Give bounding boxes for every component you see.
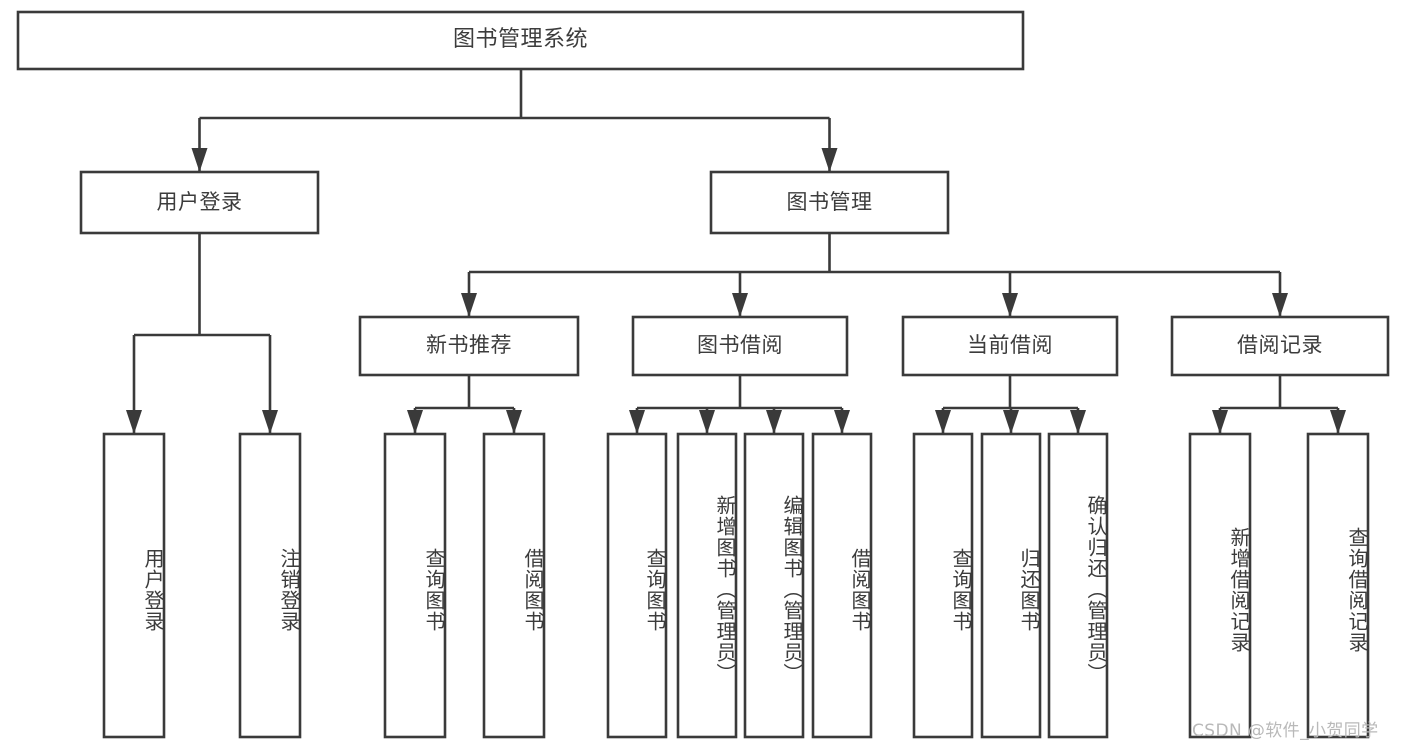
arrow-head-leaf-query-book-current (935, 410, 951, 434)
node-box-leaf-user-login[interactable] (102, 432, 166, 739)
arrow-head-user-login (191, 148, 208, 172)
node-box-book-borrow[interactable] (631, 315, 849, 377)
node-box-leaf-borrow-book-recommend[interactable] (482, 432, 546, 739)
arrow-head-leaf-borrow-book-recommend (506, 410, 522, 434)
node-box-leaf-query-book-borrow[interactable] (606, 432, 668, 739)
node-box-leaf-confirm-return-admin[interactable] (1047, 432, 1109, 739)
node-box-new-book-recommend[interactable] (358, 315, 580, 377)
arrow-head-leaf-confirm-return-admin (1070, 410, 1086, 434)
arrow-head-leaf-add-borrow-record (1212, 410, 1228, 434)
arrow-head-book-management (821, 148, 838, 172)
arrow-head-current-borrow (1002, 293, 1018, 317)
node-box-leaf-logout[interactable] (238, 432, 302, 739)
connectors-layer (126, 69, 1346, 434)
arrow-head-leaf-query-book-recommend (407, 410, 423, 434)
arrow-head-leaf-borrow-book (834, 410, 850, 434)
node-box-leaf-edit-book-admin[interactable] (743, 432, 805, 739)
node-box-borrow-record[interactable] (1170, 315, 1390, 377)
node-box-leaf-query-book-recommend[interactable] (383, 432, 447, 739)
node-box-leaf-borrow-book[interactable] (811, 432, 873, 739)
node-box-leaf-query-book-current[interactable] (912, 432, 974, 739)
arrow-head-leaf-add-book-admin (699, 410, 715, 434)
node-boxes-layer (16, 10, 1390, 739)
node-box-leaf-query-borrow-record[interactable] (1306, 432, 1370, 739)
arrow-head-new-book-recommend (461, 293, 477, 317)
arrow-head-borrow-record (1272, 293, 1288, 317)
csdn-watermark: CSDN @软件_小贺同学 (1192, 721, 1379, 741)
node-box-leaf-add-book-admin[interactable] (676, 432, 738, 739)
node-box-leaf-add-borrow-record[interactable] (1188, 432, 1252, 739)
arrow-head-leaf-edit-book-admin (766, 410, 782, 434)
arrow-head-leaf-return-book (1003, 410, 1019, 434)
node-box-book-management[interactable] (709, 170, 950, 235)
arrow-head-leaf-query-borrow-record (1330, 410, 1346, 434)
arrow-head-leaf-query-book-borrow (629, 410, 645, 434)
node-box-user-login[interactable] (79, 170, 320, 235)
arrow-head-leaf-logout (262, 410, 278, 434)
node-box-leaf-return-book[interactable] (980, 432, 1042, 739)
arrow-head-leaf-user-login (126, 410, 142, 434)
arrow-head-book-borrow (732, 293, 748, 317)
node-box-current-borrow[interactable] (901, 315, 1119, 377)
node-box-root[interactable] (16, 10, 1025, 71)
